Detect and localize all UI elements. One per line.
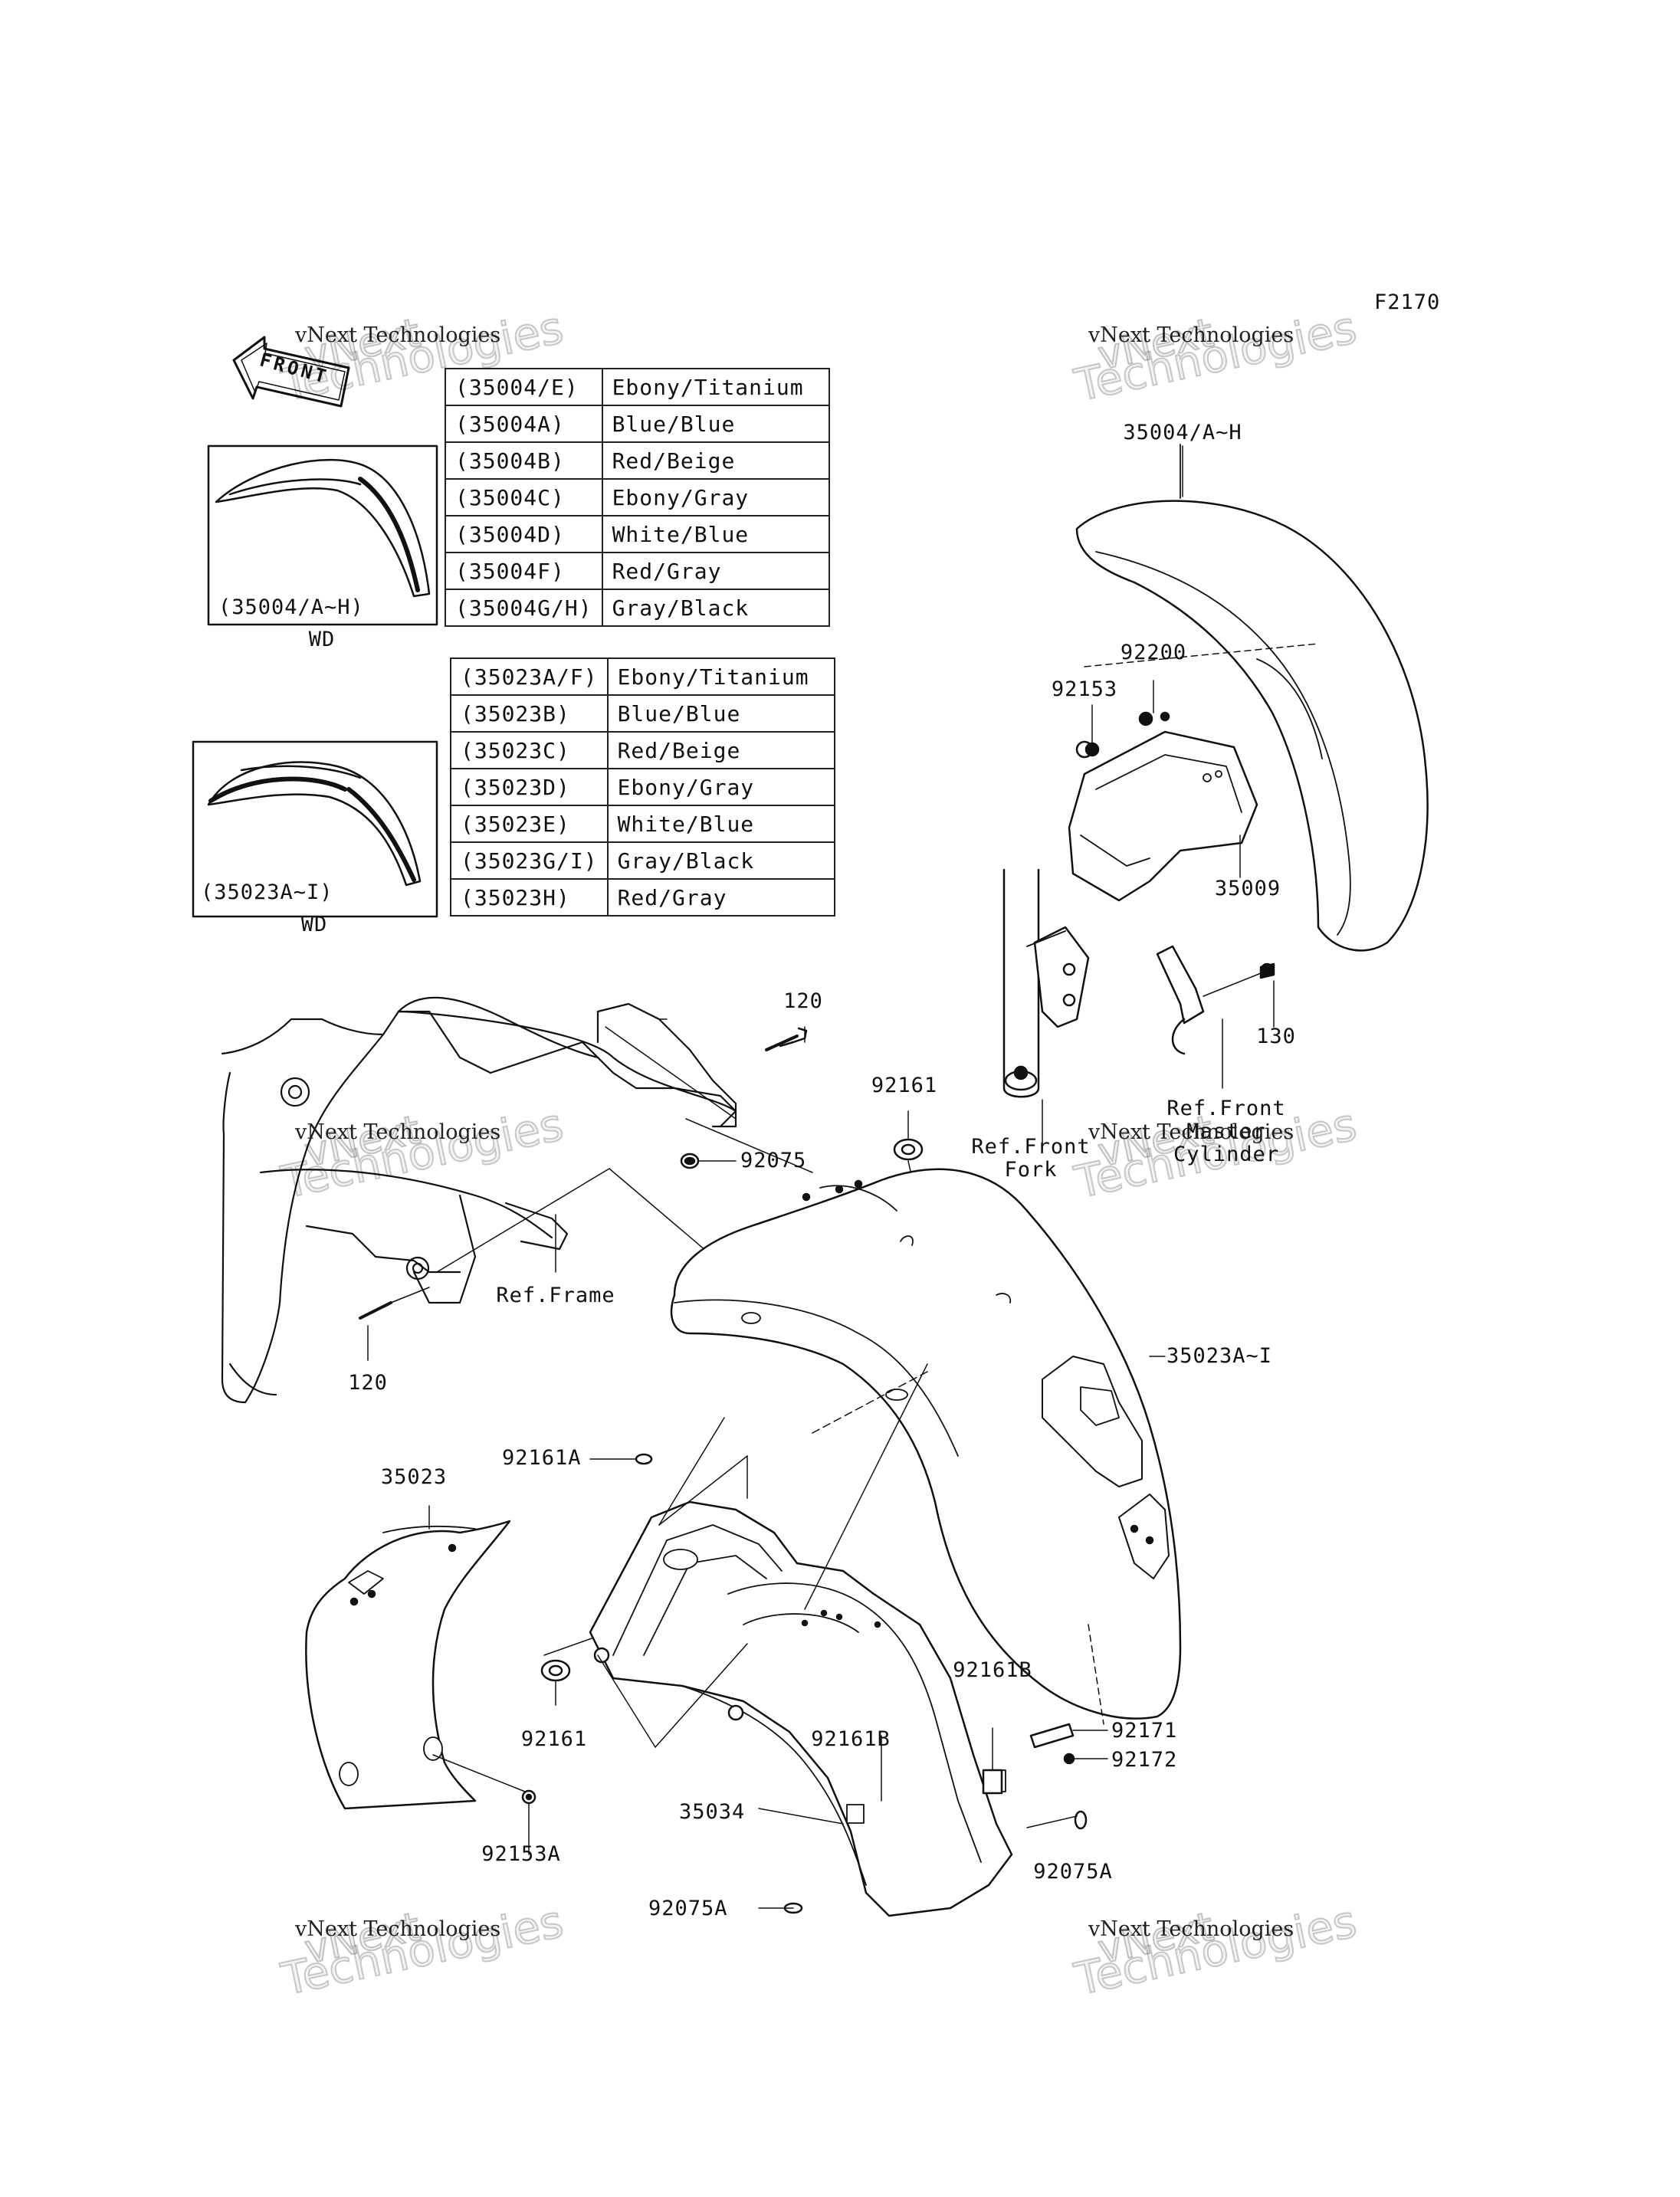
color-name: Blue/Blue [601,405,830,443]
callout-120-top: 120 [783,989,823,1013]
screw-92172-icon [1063,1753,1108,1765]
front-fork-illustration [1002,868,1090,1150]
part-code: (35004D) [445,515,603,553]
color-name: White/Blue [606,805,835,843]
mud-flap-35023-illustration [305,1520,530,1810]
color-name: Gray/Black [606,841,835,880]
table-row: (35023E)White/Blue [450,805,835,843]
callout-92153A: 92153A [481,1842,561,1866]
pad-92161B-right-icon [982,1727,1003,1795]
color-name: Red/Beige [606,731,835,769]
figure-code: F2170 [1374,290,1441,314]
rear-fender-color-table: (35023A/F)Ebony/Titanium (35023B)Blue/Bl… [450,657,835,917]
part-code: (35004A) [445,405,603,443]
table-row: (35004F)Red/Gray [445,552,830,590]
bolt-120-bottom-icon [359,1287,430,1320]
table-row: (35023B)Blue/Blue [450,694,835,733]
callout-92161-top: 92161 [871,1074,938,1097]
color-name: Ebony/Gray [601,478,830,516]
table-row: (35023A/F)Ebony/Titanium [450,657,835,696]
table-row: (35004B)Red/Beige [445,441,830,480]
table-row: (35004A)Blue/Blue [445,405,830,443]
color-name: Ebony/Gray [606,768,835,806]
part-code: (35023E) [450,805,609,843]
leader-lines [367,445,1275,1909]
bracket-35009-illustration [1068,643,1319,902]
screw-92153A-icon [521,1789,536,1855]
part-code: (35004/E) [445,368,603,406]
color-name: Red/Gray [601,552,830,590]
part-code: (35023B) [450,694,609,733]
front-fender-35004-illustration [1075,444,1429,952]
inset-front-fender-illustration [207,444,438,626]
inset-rear-fender-illustration [192,740,438,918]
part-code: (35004G/H) [445,589,603,627]
color-name: Ebony/Titanium [606,657,835,696]
part-code: (35004C) [445,478,603,516]
callout-35034: 35034 [679,1800,746,1824]
callout-92075: 92075 [740,1149,807,1172]
part-code: (35023H) [450,878,609,917]
color-name: Ebony/Titanium [601,368,830,406]
bolt-120-top-icon [765,1027,808,1051]
grommet-92161-bottom-icon [540,1659,571,1706]
bracket-92171-icon [1029,1723,1108,1749]
table-row: (35023H)Red/Gray [450,878,835,917]
frame-illustration [221,996,813,1404]
inset-front-note: WD [308,628,336,651]
callout-35009: 35009 [1214,877,1281,900]
brake-hose-clamp-illustration [1156,945,1275,1055]
table-row: (35023D)Ebony/Gray [450,768,835,806]
color-name: Gray/Black [601,589,830,627]
callout-92172: 92172 [1111,1748,1178,1772]
color-name: Blue/Blue [606,694,835,733]
callout-92075A-bottom: 92075A [648,1897,728,1920]
part-code: (35023A/F) [450,657,609,696]
callout-92161B-mid: 92161B [811,1727,891,1751]
table-row: (35004D)White/Blue [445,515,830,553]
callout-92171: 92171 [1111,1719,1178,1743]
part-code: (35023D) [450,768,609,806]
callout-ref-frame: Ref.Frame [496,1284,615,1307]
part-code: (35023G/I) [450,841,609,880]
callout-92161A: 92161A [502,1446,582,1470]
part-code: (35004F) [445,552,603,590]
front-fender-color-table: (35004/E)Ebony/Titanium (35004A)Blue/Blu… [445,368,830,627]
inset-rear-note: WD [300,913,328,936]
callout-92075A-right: 92075A [1033,1860,1113,1884]
callout-92161-bottom: 92161 [520,1727,588,1751]
color-name: White/Blue [601,515,830,553]
callout-130: 130 [1256,1025,1296,1048]
rear-fender-35023-illustration [670,1168,1182,1725]
callout-92161B-right: 92161B [953,1658,1032,1682]
color-name: Red/Gray [606,878,835,917]
color-name: Red/Beige [601,441,830,480]
callout-ref-front-master-cylinder: Ref.Front Master Cylinder [1166,1097,1286,1166]
table-row: (35004G/H)Gray/Black [445,589,830,627]
table-row: (35004/E)Ebony/Titanium [445,368,830,406]
callout-35023A-I: 35023A~I [1166,1344,1273,1368]
front-arrow-icon [232,336,350,408]
pad-92161A-icon [635,1453,653,1465]
grommet-92075-icon [680,1153,700,1169]
inner-fender-35034-illustration [543,1363,1013,1917]
callout-35004: 35004/A~H [1123,421,1242,444]
callout-ref-front-fork: Ref.Front Fork [971,1135,1091,1182]
grommet-92161-top-icon [893,1138,924,1161]
inset-rear-caption: (35023A~I) [201,880,333,904]
table-row: (35004C)Ebony/Gray [445,478,830,516]
callout-92200: 92200 [1120,641,1187,664]
grommet-92075A-right-icon [1026,1810,1088,1830]
callout-92153: 92153 [1051,677,1118,701]
inset-front-caption: (35004/A~H) [218,595,364,619]
table-row: (35023C)Red/Beige [450,731,835,769]
part-code: (35023C) [450,731,609,769]
part-code: (35004B) [445,441,603,480]
callout-35023: 35023 [380,1465,448,1489]
callout-120-bottom: 120 [348,1371,388,1395]
table-row: (35023G/I)Gray/Black [450,841,835,880]
